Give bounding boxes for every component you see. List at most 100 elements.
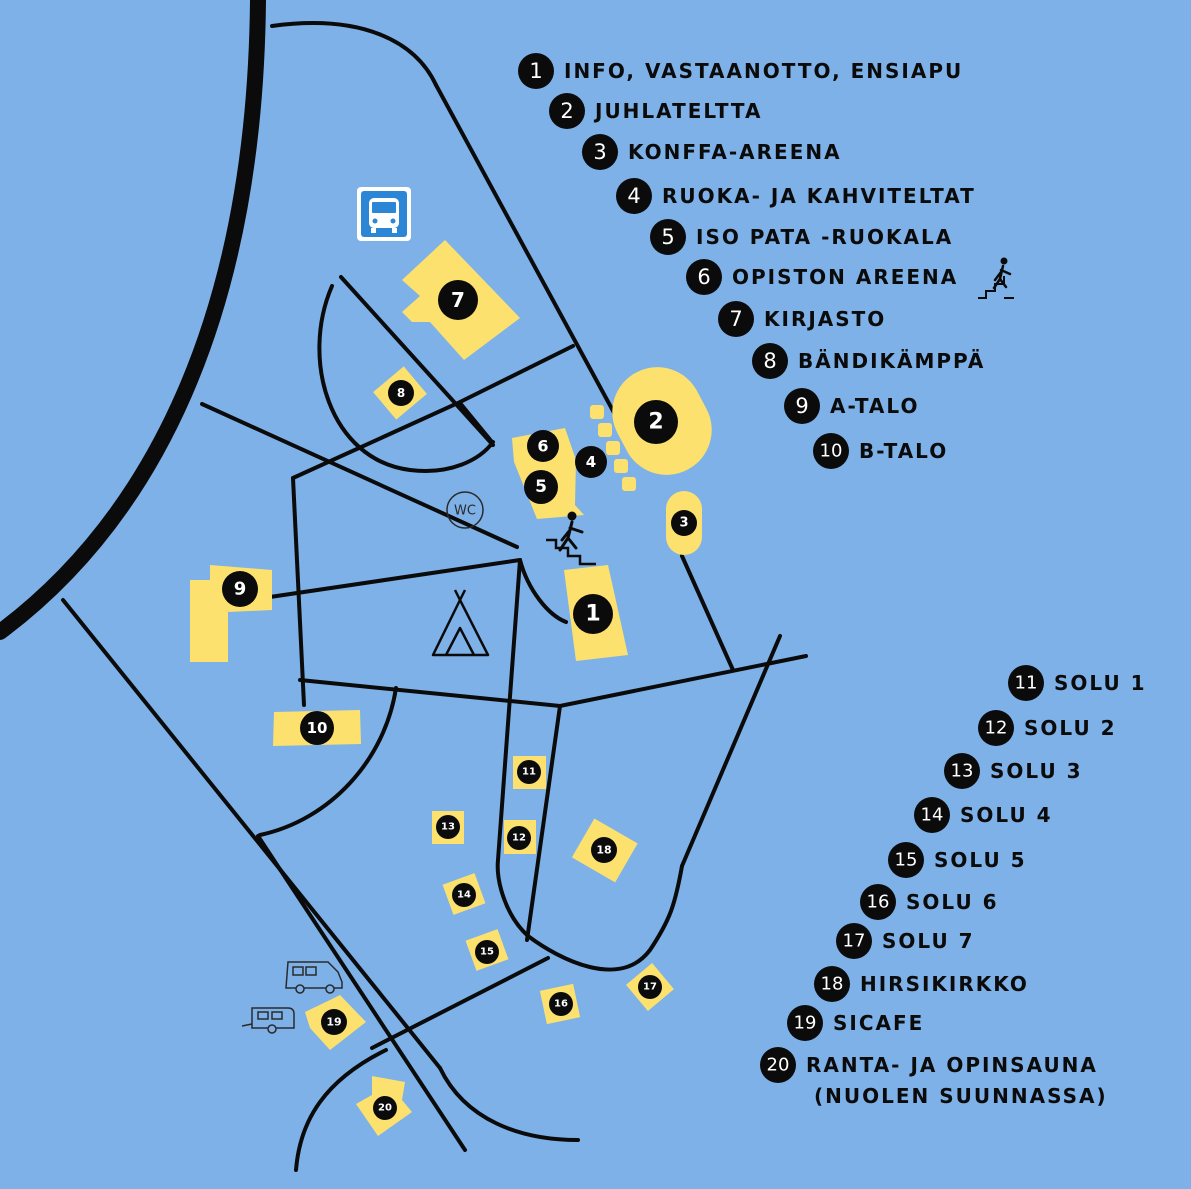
legend-badge-number: 4 bbox=[627, 184, 640, 208]
path-bottom-arc bbox=[438, 1066, 580, 1142]
path-arc-wc bbox=[518, 558, 568, 624]
building-4-stall-c bbox=[606, 441, 620, 455]
path-west-diag bbox=[200, 402, 519, 549]
map-marker-20[interactable]: 20 bbox=[373, 1096, 397, 1120]
legend-item-5: 5 ISO PATA -RUOKALA bbox=[650, 219, 953, 255]
legend-label: SOLU 4 bbox=[960, 803, 1053, 827]
legend-label: A-TALO bbox=[830, 394, 919, 418]
building-4-stall-d bbox=[614, 459, 628, 473]
map-marker-1[interactable]: 1 bbox=[573, 594, 613, 634]
legend-label: B-TALO bbox=[859, 439, 948, 463]
map-marker-6-label: 6 bbox=[537, 437, 548, 456]
legend-label: RANTA- JA OPINSAUNA bbox=[806, 1053, 1098, 1077]
map-marker-3[interactable]: 3 bbox=[671, 510, 697, 536]
legend-label: SOLU 7 bbox=[882, 929, 975, 953]
legend-label: RUOKA- JA KAHVITELTAT bbox=[662, 184, 976, 208]
map-marker-17-label: 17 bbox=[643, 982, 657, 993]
motorhome-icon bbox=[285, 961, 343, 994]
legend-label: ISO PATA -RUOKALA bbox=[696, 225, 953, 249]
wc-label: WC bbox=[454, 504, 476, 519]
stairs-walker-icon bbox=[546, 511, 596, 566]
map-marker-5[interactable]: 5 bbox=[524, 470, 558, 504]
legend-badge-number: 16 bbox=[867, 892, 890, 913]
path-east-diag bbox=[680, 634, 782, 868]
path-south-east bbox=[256, 834, 467, 1152]
map-marker-16-label: 16 bbox=[554, 999, 568, 1010]
map-marker-18-label: 18 bbox=[596, 844, 611, 857]
legend-item-9: 9 A-TALO bbox=[784, 388, 919, 424]
building-4-stall-e bbox=[622, 477, 636, 491]
legend-badge bbox=[718, 301, 754, 337]
shoreline bbox=[0, 0, 266, 640]
caravan-icon bbox=[241, 1007, 295, 1034]
legend-badge-number: 19 bbox=[794, 1013, 817, 1034]
map-marker-7-label: 7 bbox=[451, 288, 465, 312]
map-marker-2-label: 2 bbox=[648, 410, 663, 435]
map-marker-15[interactable]: 15 bbox=[475, 940, 499, 964]
map-marker-9[interactable]: 9 bbox=[222, 571, 258, 607]
legend-badge-number: 14 bbox=[921, 805, 944, 826]
legend-item-16: 16 SOLU 6 bbox=[860, 884, 999, 920]
map-marker-11[interactable]: 11 bbox=[517, 760, 541, 784]
legend-badge bbox=[836, 923, 872, 959]
legend-badge bbox=[944, 753, 980, 789]
path-mid-2 bbox=[458, 401, 494, 444]
legend-label: SOLU 1 bbox=[1054, 671, 1147, 695]
bus-stop-icon bbox=[357, 187, 411, 241]
building-4-stall-b bbox=[598, 423, 612, 437]
building-4-stall-a bbox=[590, 405, 604, 419]
legend-badge bbox=[650, 219, 686, 255]
path-inner-vert bbox=[495, 558, 530, 938]
legend-label: SOLU 5 bbox=[934, 848, 1027, 872]
map-marker-4-label: 4 bbox=[586, 453, 596, 471]
legend-badge bbox=[860, 884, 896, 920]
map-marker-14[interactable]: 14 bbox=[452, 883, 476, 907]
legend-badge bbox=[784, 388, 820, 424]
legend-item-4: 4 RUOKA- JA KAHVITELTAT bbox=[616, 178, 976, 214]
legend-label: SOLU 6 bbox=[906, 890, 999, 914]
map-marker-10[interactable]: 10 bbox=[300, 711, 334, 745]
path-north-road bbox=[434, 83, 639, 457]
legend-badge-number: 18 bbox=[821, 974, 844, 995]
map-marker-2[interactable]: 2 bbox=[634, 400, 678, 444]
map-marker-14-label: 14 bbox=[457, 890, 471, 901]
path-south-curve bbox=[526, 864, 684, 972]
map-marker-7[interactable]: 7 bbox=[438, 280, 478, 320]
legend-badge-number: 3 bbox=[593, 140, 606, 164]
legend-label: SOLU 2 bbox=[1024, 716, 1117, 740]
legend-badge bbox=[813, 433, 849, 469]
map-marker-17[interactable]: 17 bbox=[638, 975, 662, 999]
path-west-long bbox=[61, 598, 442, 1070]
legend-badge-number: 7 bbox=[729, 307, 742, 331]
legend-badge-number: 5 bbox=[661, 225, 674, 249]
path-arc-around-8 bbox=[317, 284, 495, 473]
legend-badge-number: 9 bbox=[795, 394, 808, 418]
legend-label: JUHLATELTTA bbox=[593, 99, 763, 123]
legend-badge-number: 2 bbox=[560, 99, 573, 123]
map-marker-19[interactable]: 19 bbox=[321, 1009, 347, 1035]
map-marker-4[interactable]: 4 bbox=[575, 446, 607, 478]
legend-badge-number: 1 bbox=[529, 59, 542, 83]
legend-item-2: 2 JUHLATELTTA bbox=[549, 93, 763, 129]
legend-badge bbox=[787, 1005, 823, 1041]
legend-label: HIRSIKIRKKO bbox=[860, 972, 1029, 996]
tent-icon bbox=[431, 589, 490, 657]
map-marker-12[interactable]: 12 bbox=[507, 826, 531, 850]
map-marker-8[interactable]: 8 bbox=[388, 380, 414, 406]
map-marker-13[interactable]: 13 bbox=[436, 815, 460, 839]
stairs-walker-legend-icon bbox=[978, 257, 1014, 299]
map-marker-16[interactable]: 16 bbox=[549, 992, 573, 1016]
legend-badge bbox=[914, 797, 950, 833]
map-marker-20-label: 20 bbox=[378, 1103, 392, 1114]
legend-badge bbox=[760, 1047, 796, 1083]
map-marker-18[interactable]: 18 bbox=[591, 837, 617, 863]
legend-item-14: 14 SOLU 4 bbox=[914, 797, 1053, 833]
map-marker-6[interactable]: 6 bbox=[527, 430, 559, 462]
